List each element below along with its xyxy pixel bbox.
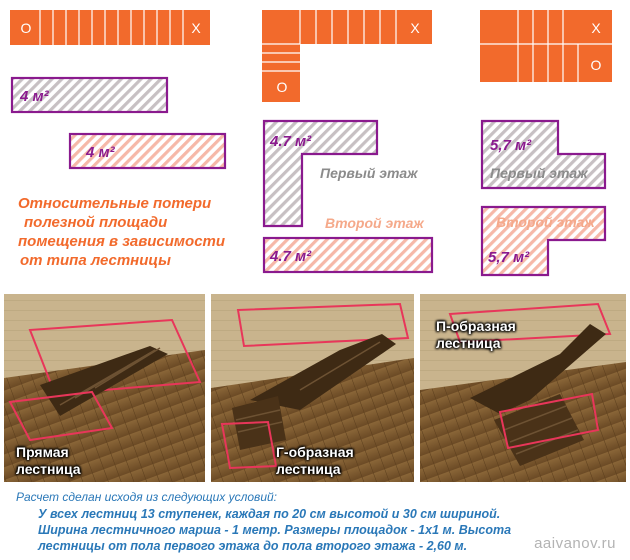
note-line: У всех лестниц 13 ступенек, каждая по 20… [38,507,501,521]
straight-stair-photo [4,294,205,482]
u-first-floor-area: 5,7 м² [480,119,607,190]
label-line: П-образная [436,318,516,334]
u-second-floor-area: 5,7 м² [480,205,607,277]
end-marker: X [410,20,420,36]
end-marker: X [591,20,601,36]
first-floor-label: Первый этаж [490,165,588,181]
l-first-floor-area: 4.7 м² [262,119,379,228]
area-label: 4.7 м² [269,248,312,265]
label-line: Г-образная [276,444,354,460]
label-line: лестница [276,461,341,477]
l-second-floor-area: 4.7 м² [262,236,434,274]
area-label: 5,7 м² [490,137,532,154]
straight-stair-plan: O X [10,10,210,45]
area-label: 5,7 м² [488,249,530,266]
note-intro: Расчет сделан исходя из следующих услови… [16,490,277,504]
plan-diagrams: O X 4 м² 4 м² O X 4.7 м² Первый этаж Вто… [10,10,612,277]
stair-photos [4,294,626,482]
area-label: 4.7 м² [269,133,312,150]
straight-second-floor-area: 4 м² [68,132,227,170]
start-marker: O [591,57,602,73]
start-marker: O [277,79,288,95]
second-floor-label: Второй этаж [325,215,424,231]
label-line: лестница [16,461,81,477]
l-stair-photo [211,294,414,482]
headline-line: Относительные потери [18,195,211,212]
u-stair-plan: X O [480,10,612,82]
u-stair-photo [420,294,626,482]
l-stair-label: Г-образная лестница [276,444,354,478]
area-label: 4 м² [85,144,116,161]
start-marker: O [21,20,32,36]
headline: Относительные потери полезной площади по… [18,195,225,269]
u-stair-label: П-образная лестница [436,318,516,352]
straight-first-floor-area: 4 м² [10,76,169,114]
headline-line: от типа лестницы [20,252,171,269]
end-marker: X [191,20,201,36]
label-line: Прямая [16,444,69,460]
first-floor-label: Первый этаж [320,165,418,181]
area-label: 4 м² [19,88,50,105]
label-line: лестница [436,335,501,351]
straight-stair-label: Прямая лестница [16,444,81,478]
note-line: лестницы от пола первого этажа до пола в… [38,539,468,553]
headline-line: полезной площади [24,214,167,231]
second-floor-label: Второй этаж [496,214,595,230]
watermark: aaivanov.ru [534,535,616,552]
note-line: Ширина лестничного марша - 1 метр. Разме… [38,523,512,537]
l-stair-plan: O X [262,10,432,102]
headline-line: помещения в зависимости [18,233,225,250]
